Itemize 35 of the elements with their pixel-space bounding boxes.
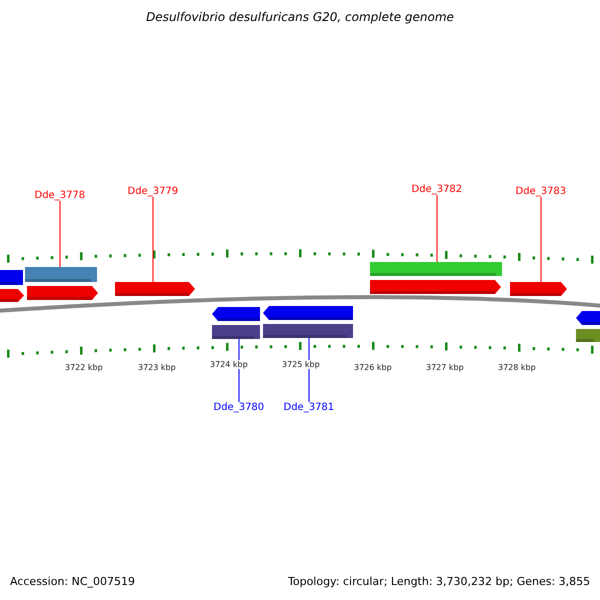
gene-feature bbox=[370, 280, 501, 294]
gene-label: Dde_3783 bbox=[516, 186, 566, 197]
gene-feature bbox=[212, 307, 260, 321]
leader-line bbox=[436, 194, 438, 262]
scale-label: 3727 kbp bbox=[425, 363, 465, 372]
leader-line bbox=[152, 196, 154, 282]
gene-feature bbox=[576, 311, 600, 325]
gene-bar bbox=[25, 267, 97, 282]
leader-line bbox=[540, 196, 542, 282]
gene-feature bbox=[0, 289, 24, 302]
gene-label: Dde_3781 bbox=[284, 402, 334, 413]
scale-label: 3728 kbp bbox=[497, 363, 537, 372]
scale-label: 3725 kbp bbox=[281, 360, 321, 369]
scale-label: 3724 kbp bbox=[209, 360, 249, 369]
gene-label: Dde_3778 bbox=[34, 190, 86, 201]
gene-bar bbox=[370, 262, 502, 276]
gene-feature bbox=[27, 286, 98, 300]
diagram-title: Desulfovibrio desulfuricans G20, complete genome bbox=[145, 10, 455, 24]
gene-bar bbox=[263, 324, 353, 338]
gene-label: Dde_3780 bbox=[214, 402, 264, 413]
scale-label: 3723 kbp bbox=[137, 363, 177, 372]
scale-label: 3726 kbp bbox=[353, 363, 393, 372]
gene-bar bbox=[212, 325, 260, 339]
gene-feature bbox=[263, 306, 353, 320]
gene-feature bbox=[115, 282, 195, 296]
gene-feature bbox=[510, 282, 567, 296]
leader-line bbox=[308, 338, 310, 402]
scale-label: 3722 kbp bbox=[64, 363, 104, 372]
footer-text: Accession: NC_007519 bbox=[10, 575, 136, 588]
gene-bar bbox=[0, 270, 23, 285]
gene-label: Dde_3779 bbox=[128, 186, 178, 197]
footer-text: Topology: circular; Length: 3,730,232 bp; Genes: 3,855 bbox=[288, 575, 590, 588]
gene-label: Dde_3782 bbox=[412, 184, 462, 195]
leader-line bbox=[238, 338, 240, 402]
gene-bar bbox=[576, 329, 600, 342]
